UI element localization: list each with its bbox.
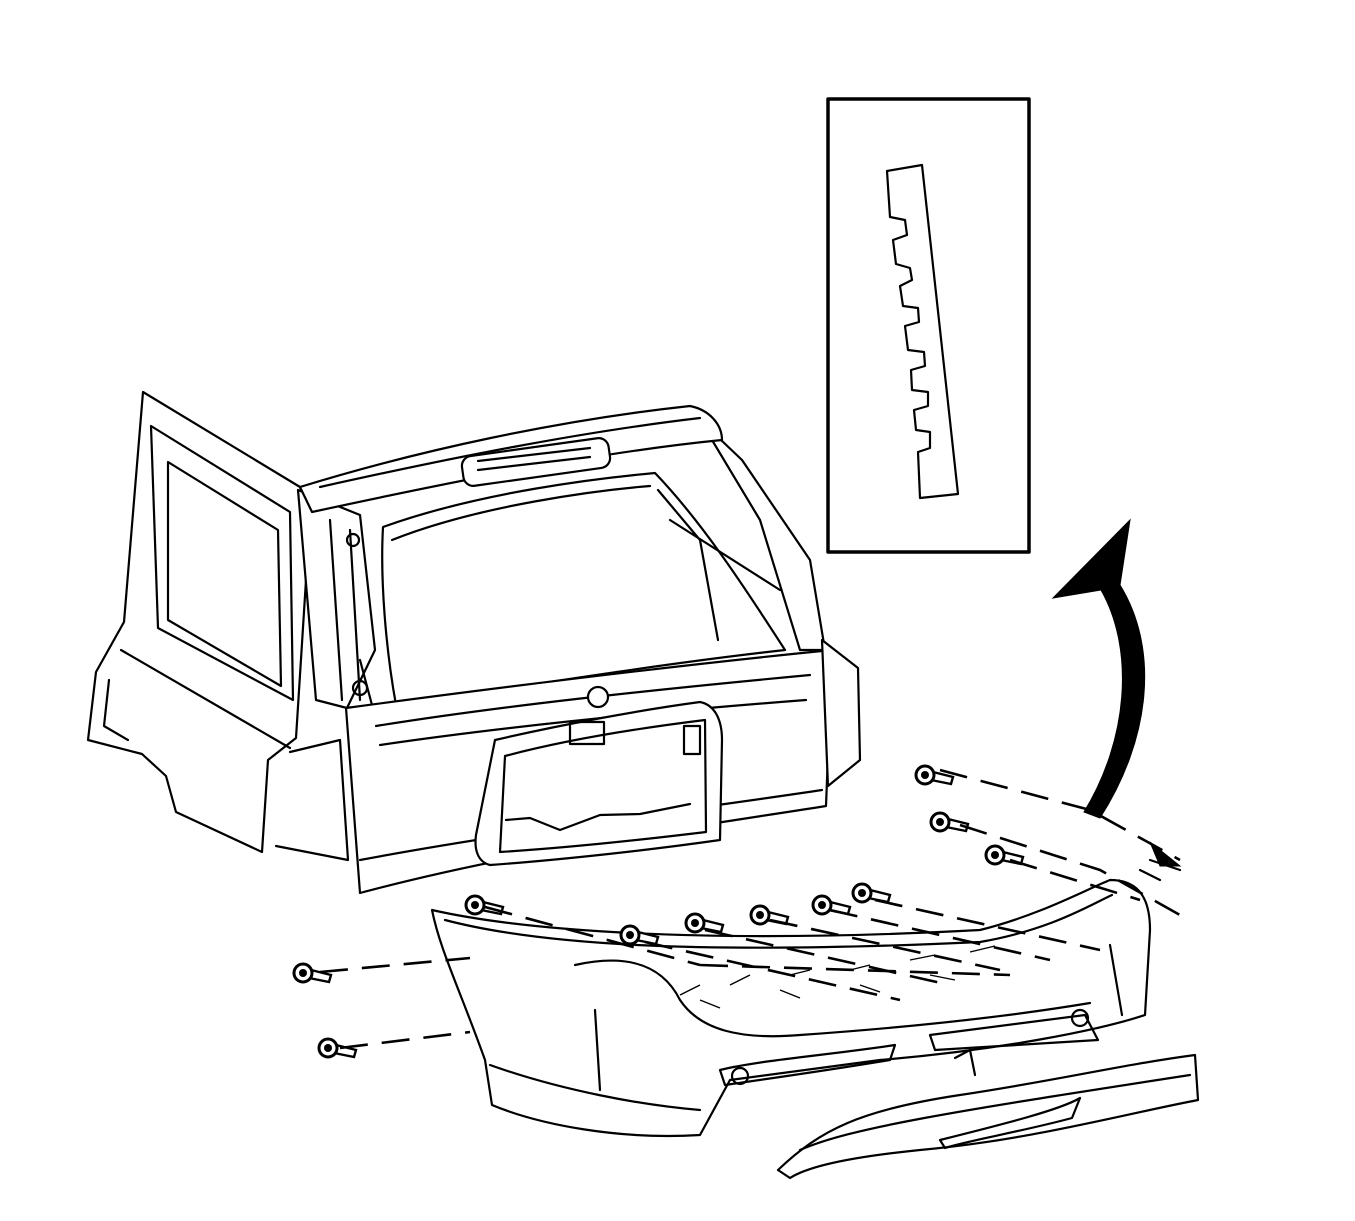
fastener-10 — [292, 962, 333, 984]
detail-callout-arrow — [1051, 518, 1146, 819]
vehicle-rear-body — [86, 390, 862, 895]
fastener-9 — [851, 882, 892, 904]
clip-detail-inset — [826, 97, 1031, 554]
fastener-1 — [914, 764, 955, 786]
alignment-lines — [319, 768, 1182, 1050]
fastener-5 — [619, 924, 660, 946]
fastener-7 — [749, 904, 790, 926]
fastener-6 — [684, 912, 725, 934]
lower-valance-panel — [776, 1048, 1200, 1180]
fastener-2 — [929, 811, 970, 833]
rear-bumper-fascia — [430, 878, 1152, 1138]
inset-frame — [826, 97, 1031, 554]
retainer-clip-strip — [885, 163, 960, 500]
